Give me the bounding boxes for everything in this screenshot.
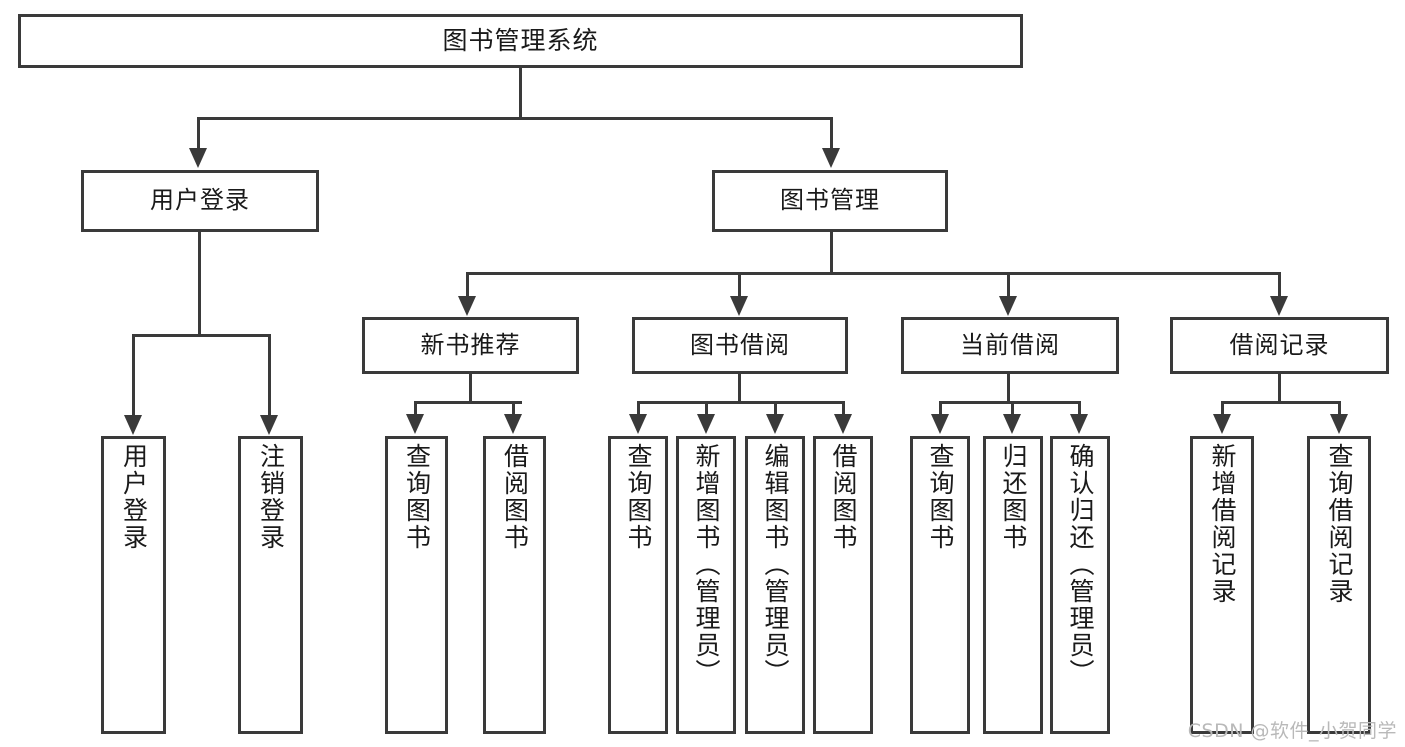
arrowhead-borrow-to-query	[629, 414, 647, 434]
leaf-user-login[interactable]: 用户登录	[101, 436, 166, 734]
node-label: 图书借阅	[690, 330, 790, 359]
connector-new-book-stem	[469, 374, 472, 403]
connector-book-mgmt-stem	[830, 232, 833, 274]
connector-records-to-add	[1221, 401, 1224, 416]
connector-current-to-confirm	[1078, 401, 1081, 416]
leaf-confirm-return-admin[interactable]: 确认归还（管理员）	[1050, 436, 1110, 734]
arrowhead-book-mgmt-to-current	[999, 296, 1017, 316]
connector-root-to-user-login	[197, 117, 200, 150]
arrowhead-root-to-book-mgmt	[822, 148, 840, 168]
leaf-query-books-new[interactable]: 查询图书	[385, 436, 448, 734]
node-label: 用户登录	[119, 443, 149, 551]
connector-new-book-bus	[414, 401, 522, 404]
leaf-return-books[interactable]: 归还图书	[983, 436, 1043, 734]
node-label: 新书推荐	[420, 330, 521, 359]
node-label: 归还图书	[999, 443, 1028, 551]
connector-current-stem	[1007, 374, 1010, 403]
arrowhead-borrow-to-add	[697, 414, 715, 434]
node-label: 新增图书（管理员）	[692, 443, 721, 686]
node-label: 图书管理	[780, 186, 880, 215]
arrowhead-book-mgmt-to-new-book	[458, 296, 476, 316]
arrowhead-borrow-to-borrowbook	[834, 414, 852, 434]
connector-new-book-to-query	[414, 401, 417, 416]
arrowhead-records-to-query	[1330, 414, 1348, 434]
node-label: 图书管理系统	[442, 25, 599, 55]
arrowhead-root-to-user-login	[189, 148, 207, 168]
connector-book-mgmt-bus	[466, 272, 1281, 275]
connector-user-login-to-logout	[268, 334, 271, 417]
arrowhead-user-login-to-logout	[260, 415, 278, 435]
leaf-query-borrow-record[interactable]: 查询借阅记录	[1307, 436, 1371, 734]
node-label: 当前借阅	[960, 330, 1060, 359]
connector-user-login-to-login	[132, 334, 135, 417]
connector-borrow-stem	[738, 374, 741, 403]
connector-records-to-query	[1338, 401, 1341, 416]
arrowhead-current-to-query	[931, 414, 949, 434]
leaf-query-books-current[interactable]: 查询图书	[910, 436, 970, 734]
arrowhead-new-book-to-borrow	[504, 414, 522, 434]
node-label: 借阅图书	[829, 443, 858, 551]
node-book-borrowing[interactable]: 图书借阅	[632, 317, 848, 374]
arrowhead-borrow-to-edit	[766, 414, 784, 434]
arrowhead-book-mgmt-to-records	[1270, 296, 1288, 316]
arrowhead-book-mgmt-to-borrow	[730, 296, 748, 316]
leaf-edit-book-admin[interactable]: 编辑图书（管理员）	[745, 436, 805, 734]
node-borrowing-records[interactable]: 借阅记录	[1170, 317, 1389, 374]
node-user-login[interactable]: 用户登录	[81, 170, 319, 232]
arrowhead-records-to-add	[1213, 414, 1231, 434]
connector-book-mgmt-to-records	[1278, 272, 1281, 298]
connector-user-login-bus	[132, 334, 270, 337]
connector-records-stem	[1278, 374, 1281, 403]
connector-new-book-to-borrow	[512, 401, 515, 416]
arrowhead-current-to-return	[1003, 414, 1021, 434]
connector-root-stem	[519, 67, 522, 119]
connector-current-to-return	[1011, 401, 1014, 416]
node-root-book-management-system[interactable]: 图书管理系统	[18, 14, 1023, 68]
connector-borrow-to-borrowbook	[842, 401, 845, 416]
arrowhead-new-book-to-query	[406, 414, 424, 434]
connector-records-bus	[1221, 401, 1339, 404]
node-label: 查询借阅记录	[1325, 443, 1354, 605]
connector-current-bus	[939, 401, 1081, 404]
leaf-query-books-borrow[interactable]: 查询图书	[608, 436, 668, 734]
node-label: 确认归还（管理员）	[1066, 443, 1095, 686]
node-label: 新增借阅记录	[1208, 443, 1237, 605]
node-new-book-recommendation[interactable]: 新书推荐	[362, 317, 579, 374]
leaf-borrow-books-new[interactable]: 借阅图书	[483, 436, 546, 734]
connector-borrow-to-edit	[774, 401, 777, 416]
node-label: 查询图书	[402, 443, 432, 551]
node-label: 查询图书	[624, 443, 653, 551]
node-book-management[interactable]: 图书管理	[712, 170, 948, 232]
connector-user-login-stem	[198, 232, 201, 337]
connector-root-to-book-mgmt	[830, 117, 833, 150]
connector-book-mgmt-to-new-book	[466, 272, 469, 298]
connector-borrow-to-query	[637, 401, 640, 416]
leaf-add-book-admin[interactable]: 新增图书（管理员）	[676, 436, 736, 734]
connector-borrow-bus	[637, 401, 845, 404]
arrowhead-current-to-confirm	[1070, 414, 1088, 434]
node-label: 注销登录	[256, 443, 286, 551]
connector-borrow-to-add	[705, 401, 708, 416]
connector-current-to-query	[939, 401, 942, 416]
node-current-borrowing[interactable]: 当前借阅	[901, 317, 1119, 374]
node-label: 查询图书	[926, 443, 955, 551]
node-label: 借阅记录	[1229, 330, 1330, 359]
connector-book-mgmt-to-borrow	[738, 272, 741, 298]
leaf-borrow-books[interactable]: 借阅图书	[813, 436, 873, 734]
arrowhead-user-login-to-login	[124, 415, 142, 435]
node-label: 编辑图书（管理员）	[761, 443, 790, 686]
node-label: 用户登录	[150, 186, 250, 215]
node-label: 借阅图书	[500, 443, 530, 551]
connector-root-bus	[197, 117, 833, 120]
connector-book-mgmt-to-current	[1007, 272, 1010, 298]
leaf-logout[interactable]: 注销登录	[238, 436, 303, 734]
leaf-add-borrow-record[interactable]: 新增借阅记录	[1190, 436, 1254, 734]
